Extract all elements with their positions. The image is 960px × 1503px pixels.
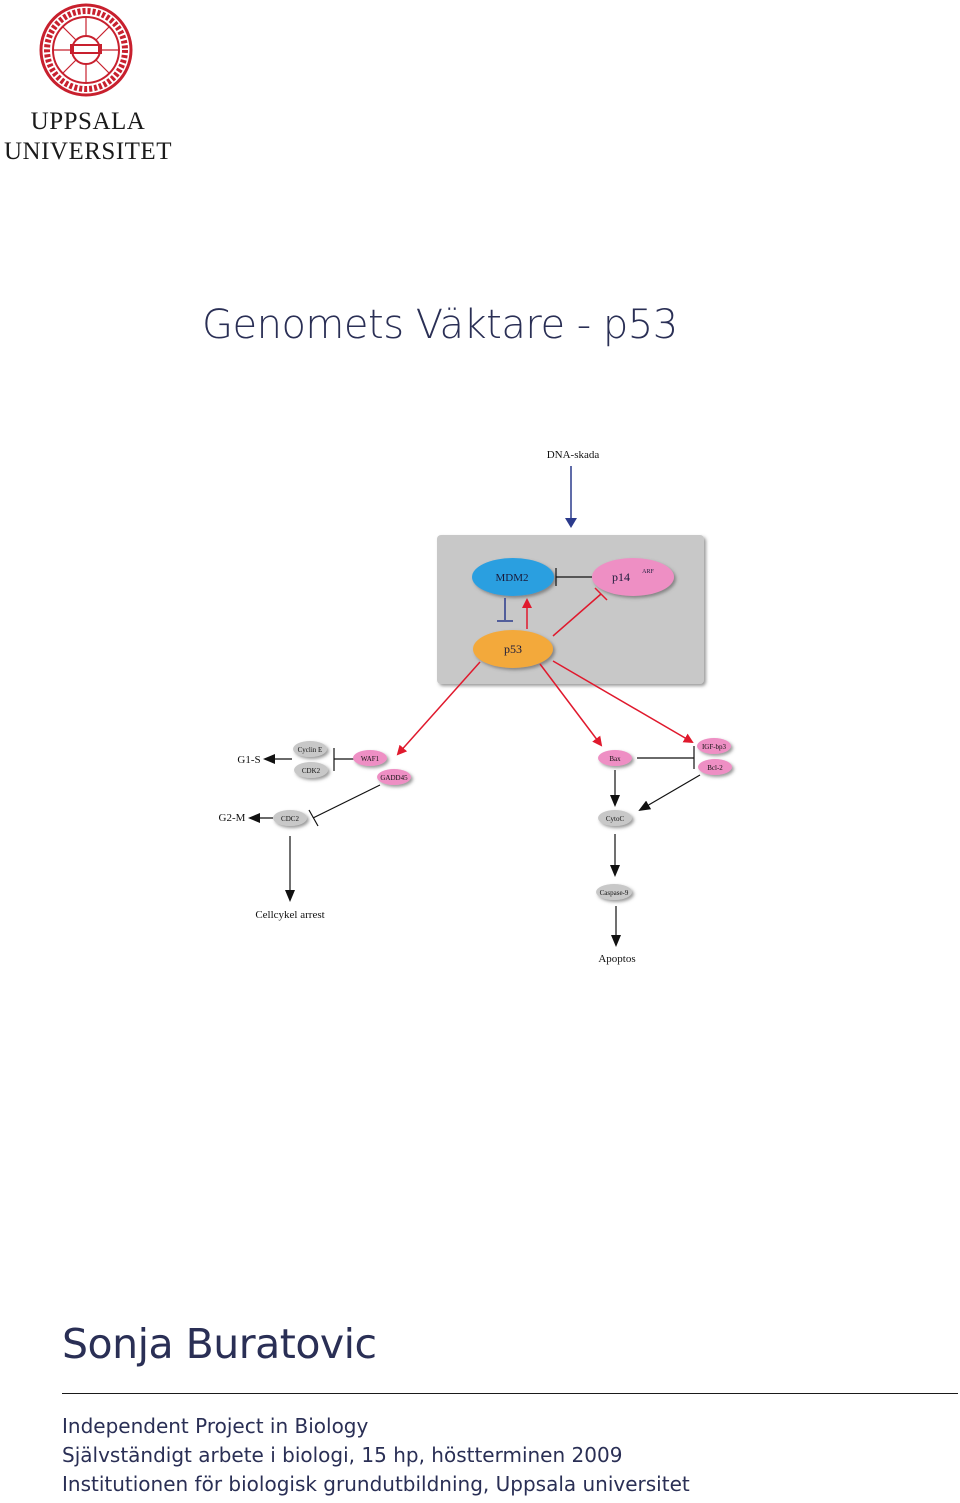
cdk2-node <box>294 762 328 778</box>
gadd45-label: GADD45 <box>380 774 408 782</box>
bax-label: Bax <box>609 755 621 763</box>
cytoc-label: CytoC <box>606 815 625 823</box>
university-name-line1: UPPSALA <box>30 108 146 135</box>
university-name-line2: UNIVERSITET <box>4 138 172 165</box>
cdc2-label: CDC2 <box>281 815 299 823</box>
p53-to-igfbp3-arrow <box>552 660 694 744</box>
bcl2-node <box>698 759 732 775</box>
cyclin-e-label: Cyclin E <box>298 746 323 754</box>
mdm2-label: MDM2 <box>495 572 528 584</box>
cdk2-label: CDK2 <box>302 767 321 775</box>
course-detail-line: Självständigt arbete i biologi, 15 hp, h… <box>62 1443 623 1467</box>
institution-line: Institutionen för biologisk grundutbildn… <box>62 1472 690 1496</box>
p53-label: p53 <box>504 642 522 656</box>
regulation-box <box>437 535 704 684</box>
igfbp3-node <box>697 738 731 754</box>
waf1-node <box>353 750 387 766</box>
gadd45-node <box>377 769 411 785</box>
waf1-label: WAF1 <box>361 755 380 763</box>
bax-node <box>598 750 632 766</box>
apoptos-label: Apoptos <box>598 953 635 965</box>
p53-to-bax-arrow <box>539 663 603 747</box>
cellcykel-arrest-label: Cellcykel arrest <box>255 909 324 921</box>
g1s-label: G1-S <box>237 754 260 766</box>
g2m-label: G2-M <box>219 812 246 824</box>
p14-label: p14 <box>612 570 630 584</box>
p14-sup-label: ARF <box>642 569 654 575</box>
mdm2-node <box>472 558 554 596</box>
cyclin-e-node <box>293 741 327 757</box>
cdc2-node <box>273 810 307 826</box>
bcl2-label: Bcl-2 <box>707 764 723 772</box>
page-title: Genomets Väktare - p53 <box>202 302 678 348</box>
caspase9-node <box>596 884 632 900</box>
dna-damage-label: DNA-skada <box>547 449 600 461</box>
p14arf-node <box>592 558 674 596</box>
divider-rule <box>62 1393 958 1394</box>
bcl2-to-cytoc-arrow <box>638 774 701 812</box>
author-name: Sonja Buratovic <box>62 1320 377 1368</box>
gadd45-inhibits-cdc2 <box>312 784 381 819</box>
uppsala-university-seal-logo <box>39 3 133 97</box>
p53-pathway-diagram: DNA-skada MDM2 p14 ARF p53 G1-S Cyclin E… <box>219 449 732 965</box>
p53-inhibits-p14 <box>552 593 602 637</box>
p53-node <box>473 630 553 668</box>
course-line: Independent Project in Biology <box>62 1414 369 1438</box>
p53-to-waf1-arrow <box>396 661 481 756</box>
igfbp3-label: IGF-bp3 <box>702 743 727 751</box>
caspase9-label: Caspase-9 <box>600 889 629 897</box>
cytoc-node <box>598 810 632 826</box>
